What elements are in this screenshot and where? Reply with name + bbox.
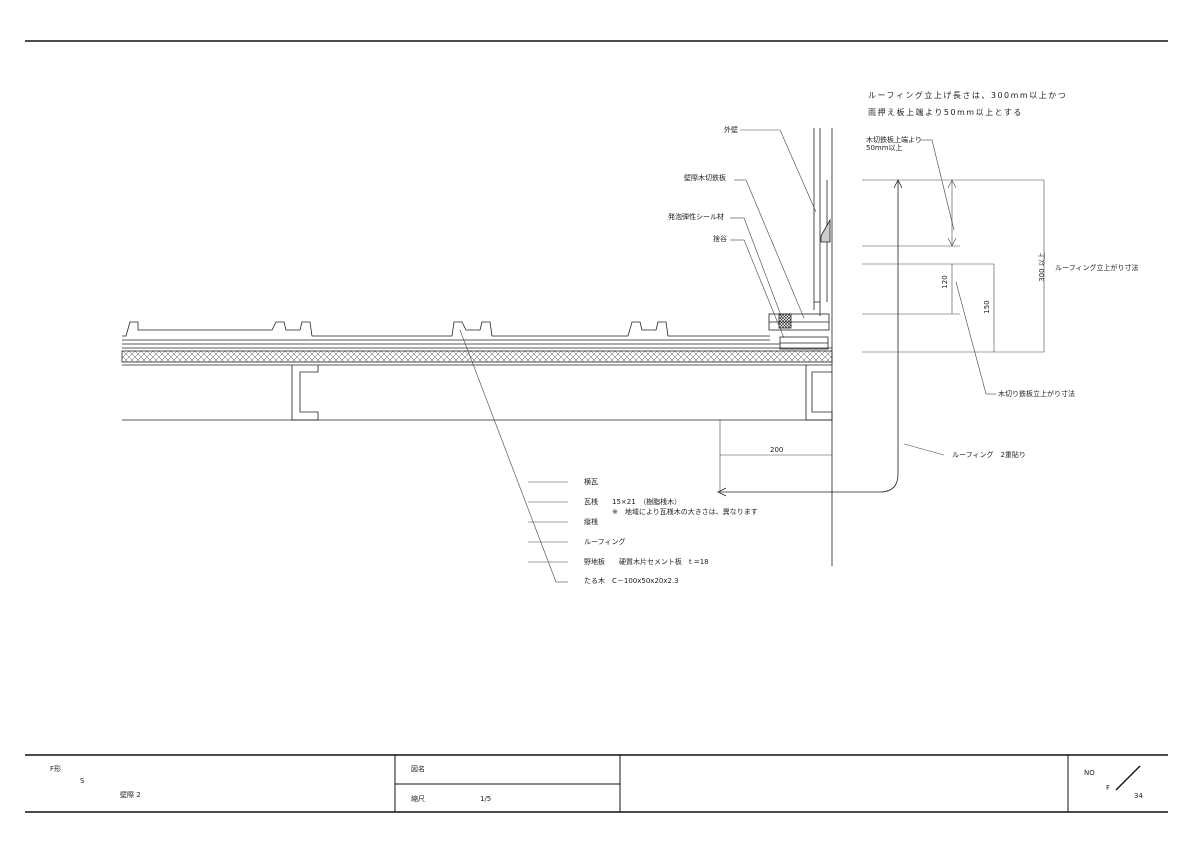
tb-no-label: NO [1084, 769, 1095, 777]
dim-150: 150 [983, 300, 991, 314]
title-block [25, 754, 1168, 813]
tb-no-prefix: F [1106, 784, 1111, 792]
roof-tiles [122, 321, 832, 349]
rafters [122, 365, 833, 421]
label-sealing: 捨谷 [713, 235, 727, 243]
tb-f-label: F形 [50, 765, 62, 773]
tb-sheet-title: 壁際 2 [120, 791, 141, 799]
label-sheathing: 野地板 硬質木片セメント板 t =18 [584, 558, 709, 566]
label-roofing-double: ルーフィング 2重貼り [952, 451, 1026, 459]
note-line-1: ルーフィング立上げ長さは、300mm以上かつ [868, 91, 1068, 100]
label-foam-seal: 発泡弾性シール材 [668, 213, 724, 221]
label-batten-note: ※ 地域により瓦桟木の大きさは、異なります [612, 508, 758, 516]
label-tile: 横瓦 [584, 478, 598, 486]
dim-120: 120 [941, 275, 949, 289]
dim-200: 200 [770, 446, 784, 454]
sheathing-board [121, 350, 833, 363]
label-counter-batten: 縦桟 [584, 518, 598, 526]
label-flashing-note-2: 50mm以上 [866, 144, 903, 152]
wall [813, 128, 833, 566]
note-line-2: 雨押え板上端より50mm以上とする [868, 108, 1023, 117]
tb-scale-value: 1/5 [480, 795, 492, 803]
tb-s-label: S [80, 777, 85, 785]
label-batten: 瓦桟 15×21 （樹脂桟木） [584, 498, 682, 506]
label-wall-flashing: 壁際木切鉄板 [684, 174, 726, 182]
label-roofing: ルーフィング [584, 538, 626, 546]
tb-drawing-name-label: 図名 [411, 765, 425, 773]
dimension-lines [719, 179, 1045, 492]
tb-no-value: 34 [1134, 792, 1143, 800]
roofing-turnup [720, 180, 899, 493]
label-flashing-rise: 木切り鉄板立上がり寸法 [998, 390, 1075, 398]
label-roofing-rise: ルーフィング立上がり寸法 [1055, 264, 1139, 272]
label-flashing-note-1: 木切鉄板上端より [866, 136, 922, 144]
label-outer-wall: 外壁 [724, 126, 738, 134]
dim-300: 300 以上 [1038, 252, 1046, 282]
leader-lines [459, 129, 996, 583]
label-rafter: たる木 C－100x50x20x2.3 [584, 577, 679, 585]
tb-scale-label: 縮尺 [411, 795, 425, 803]
